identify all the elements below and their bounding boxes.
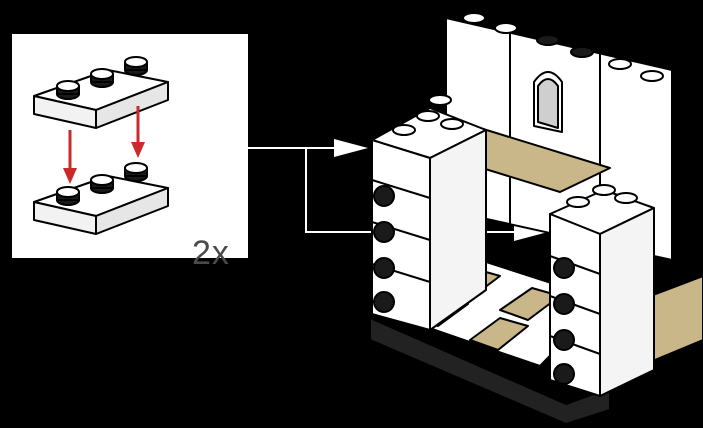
assembly-arrows <box>63 106 145 184</box>
sub-assembly-callout: 2x <box>12 34 248 272</box>
bottom-plate <box>33 162 169 235</box>
quantity-multiplier: 2x <box>192 234 230 272</box>
top-plate <box>33 56 169 129</box>
plate-stack-icon <box>33 56 169 235</box>
